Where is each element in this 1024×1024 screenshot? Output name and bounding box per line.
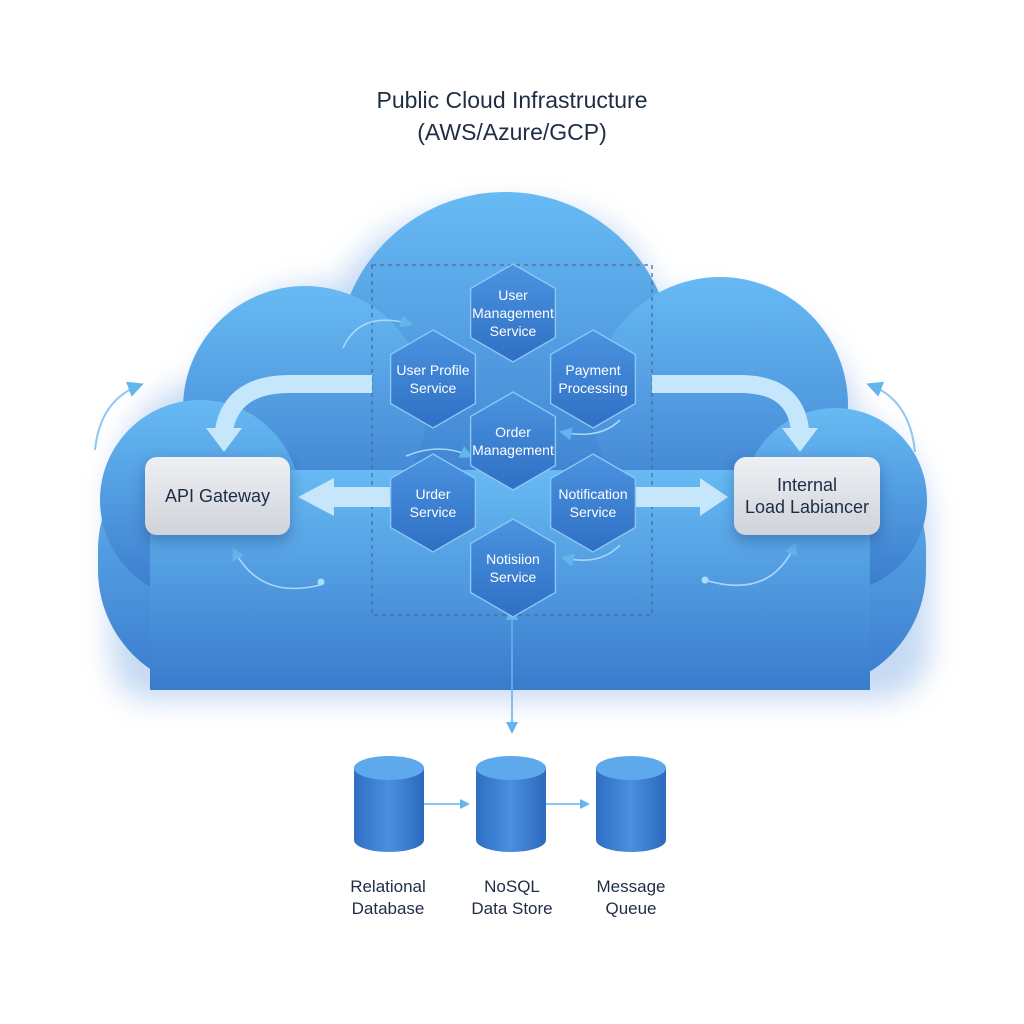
load-balancer-line-1: Internal	[776, 475, 838, 495]
message-queue-line-1: Message	[596, 877, 666, 896]
glow-dot-left	[317, 578, 325, 586]
load-balancer-box[interactable]: Internal Load Labiancer	[734, 457, 880, 535]
service-label-line: Service	[490, 323, 537, 339]
flow-arrow-to-load-balancer	[652, 375, 818, 452]
service-label-line: Payment	[565, 362, 620, 378]
nosql-data-store-line-1: NoSQL	[484, 877, 540, 896]
service-hexagon	[469, 518, 557, 618]
relational-database-line-2: Database	[351, 899, 425, 918]
service-label-line: Notisiion	[486, 551, 540, 567]
service-label-line: Service	[570, 504, 617, 520]
cylinder-top	[476, 756, 546, 780]
nosql-data-store-line-2: Data Store	[471, 899, 553, 918]
outer-flow-arcs	[94, 381, 916, 453]
service-label-line: Service	[410, 504, 457, 520]
internal-flow-arrows	[232, 315, 797, 590]
message-queue-line-2: Queue	[605, 899, 657, 918]
arrow-services-to-gateway	[298, 478, 392, 516]
service-label-line: Service	[490, 569, 537, 585]
cylinder-top	[354, 756, 424, 780]
datastores-layer	[354, 756, 666, 852]
service-hexagon	[469, 263, 557, 363]
service-label-line: Management	[472, 442, 554, 458]
datastore-arrows	[424, 799, 590, 809]
service-hexagon	[389, 329, 477, 429]
service-label-line: Notification	[558, 486, 627, 502]
glow-dot-right	[701, 576, 709, 584]
flow-arrow-to-gateway	[206, 375, 372, 452]
service-hexagon	[549, 453, 637, 553]
service-label-line: User	[498, 287, 528, 303]
api-gateway-box[interactable]: API Gateway	[145, 457, 290, 535]
service-label-line: Service	[410, 380, 457, 396]
cylinder-body	[354, 768, 424, 852]
diagram-title: Public Cloud Infrastructure (AWS/Azure/G…	[0, 84, 1024, 148]
api-gateway-label: API Gateway	[164, 486, 271, 506]
label-nosql-data-store: NoSQL Data Store	[432, 876, 592, 920]
service-hexagon	[549, 329, 637, 429]
service-hexagon	[389, 453, 477, 553]
service-hexagon	[469, 391, 557, 491]
cylinder-message-queue[interactable]	[596, 756, 666, 852]
service-label-line: Order	[495, 424, 531, 440]
arrow-services-to-load-balancer	[632, 478, 728, 516]
label-message-queue: Message Queue	[551, 876, 711, 920]
relational-database-line-1: Relational	[350, 877, 426, 896]
service-label-line: Processing	[558, 380, 627, 396]
service-label-line: User Profile	[396, 362, 469, 378]
cylinder-relational-database[interactable]	[354, 756, 424, 852]
label-relational-database: Relational Database	[308, 876, 468, 920]
service-label-line: Urder	[415, 486, 450, 502]
load-balancer-line-2: Load Labiancer	[744, 497, 870, 517]
cylinder-body	[476, 768, 546, 852]
title-line-2: (AWS/Azure/GCP)	[417, 119, 607, 145]
cylinder-body	[596, 768, 666, 852]
title-line-1: Public Cloud Infrastructure	[376, 87, 648, 113]
cylinder-nosql-data-store[interactable]	[476, 756, 546, 852]
cylinder-top	[596, 756, 666, 780]
service-label-line: Management	[472, 305, 554, 321]
